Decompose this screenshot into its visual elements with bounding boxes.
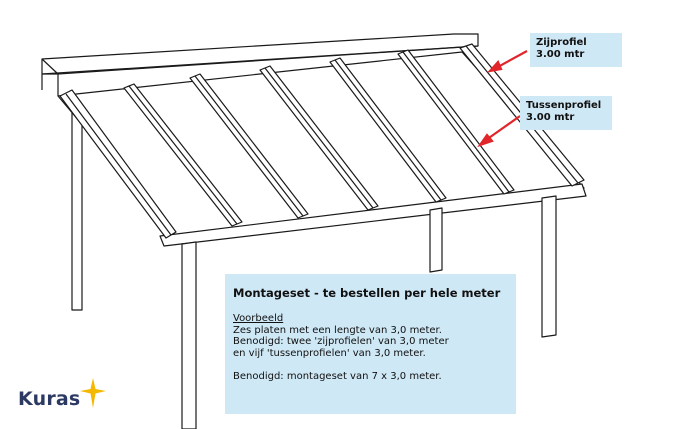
kuras-logo: Kuras — [18, 378, 108, 418]
post-front-right — [541, 195, 557, 338]
callout-zijprofiel: Zijprofiel 3.00 mtr — [530, 33, 622, 67]
info-line: en vijf 'tussenprofielen' van 3,0 meter. — [233, 347, 426, 359]
info-conclusion: Benodigd: montageset van 7 x 3,0 meter. — [233, 370, 442, 382]
front-gutter — [159, 183, 587, 247]
arrow-tussenprofiel — [485, 115, 521, 141]
post-back-left — [71, 111, 83, 311]
callout-tussenprofiel-length: 3.00 mtr — [526, 112, 575, 123]
info-box: Montageset - te bestellen per hele meter… — [225, 274, 516, 414]
star-icon — [80, 378, 106, 408]
post-front-left — [181, 241, 197, 429]
arrow-zijprofiel — [495, 50, 528, 69]
info-subheading: Voorbeeld — [233, 313, 284, 324]
callout-tussenprofiel-label: Tussenprofiel — [526, 100, 602, 111]
callout-zijprofiel-label: Zijprofiel — [536, 37, 587, 48]
post-back-right — [429, 207, 443, 273]
info-line: Benodigd: twee 'zijprofielen' van 3,0 me… — [233, 336, 449, 347]
profiles — [59, 43, 585, 239]
logo-text: Kuras — [18, 388, 81, 410]
callout-zijprofiel-length: 3.00 mtr — [536, 49, 585, 60]
callout-tussenprofiel: Tussenprofiel 3.00 mtr — [520, 96, 612, 130]
info-line: Zes platen met een lengte van 3,0 meter. — [233, 324, 442, 336]
info-title: Montageset - te bestellen per hele meter — [233, 286, 501, 300]
